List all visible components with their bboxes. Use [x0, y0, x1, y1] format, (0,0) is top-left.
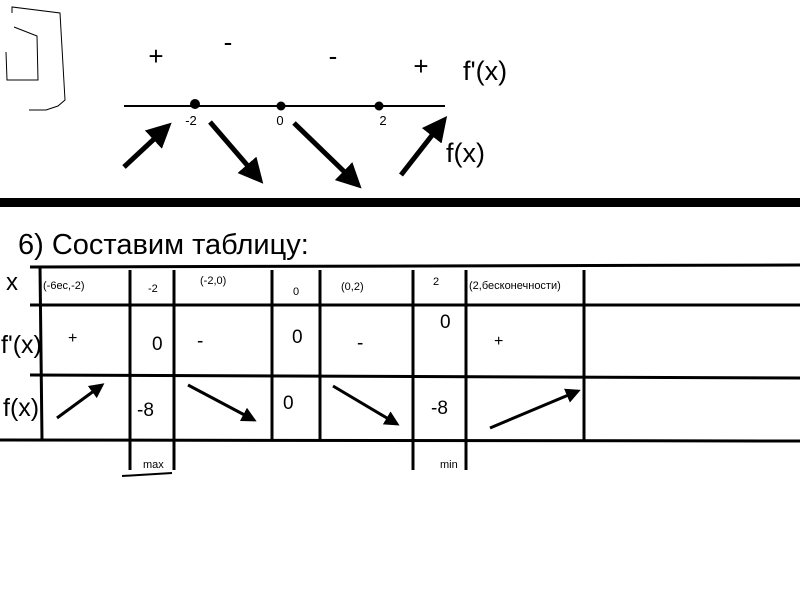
derivative-cell: + [68, 330, 77, 347]
function-label: f(x) [446, 138, 485, 168]
section-heading: 6) Составим таблицу: [18, 229, 309, 261]
function-value-max: -8 [137, 400, 154, 421]
decreasing-arrow-2 [292, 121, 362, 189]
table-rule [38, 265, 44, 441]
table-rule [0, 438, 800, 443]
derivative-cell: + [494, 333, 503, 350]
row-label-function: f(x) [3, 394, 39, 422]
separator-bar [0, 198, 800, 207]
sign-interval-1: + [148, 41, 163, 71]
derivative-cell: 0 [440, 312, 451, 333]
derivative-cell: 0 [292, 327, 303, 348]
critical-point-0 [276, 101, 286, 111]
sign-interval-3: - [329, 41, 338, 71]
increasing-arrow-2 [399, 116, 448, 177]
decreasing-arrow [187, 383, 257, 422]
header-cell: 2 [433, 276, 439, 288]
sign-interval-2: - [224, 27, 233, 57]
decreasing-arrow-1 [208, 120, 264, 184]
decreasing-arrow [332, 384, 400, 426]
number-scribble [5, 6, 66, 111]
sign-chart: + - - + f'(x) -2 0 2 f(x) [122, 27, 507, 189]
table-rule [29, 263, 800, 269]
increasing-arrow-1 [122, 122, 172, 169]
derivative-cell: 0 [152, 334, 163, 355]
extremum-bracket [121, 472, 173, 477]
row-label-derivative: f'(x) [1, 331, 42, 359]
header-cell: (0,2) [341, 281, 364, 293]
derivative-label: f'(x) [463, 56, 507, 86]
row-label-x: x [6, 269, 18, 296]
header-cell: 0 [293, 286, 299, 298]
max-label: max [143, 459, 164, 471]
function-value-min: -8 [431, 398, 448, 419]
header-cell: (2,бесконечности) [469, 280, 561, 292]
header-cell: (-2,0) [200, 275, 226, 287]
sign-interval-4: + [413, 51, 428, 81]
monotonicity-table: x (-6ес,-2) -2 (-2,0) 0 (0,2) 2 (2,беско… [0, 263, 800, 477]
point-label-0: 0 [276, 113, 283, 128]
min-label: min [440, 459, 458, 471]
increasing-arrow [56, 383, 105, 420]
header-cell: -2 [148, 283, 158, 295]
table-rule [29, 373, 800, 380]
increasing-arrow [489, 388, 581, 430]
point-label-neg2: -2 [185, 113, 197, 128]
derivative-cell: - [197, 331, 203, 352]
function-value: 0 [283, 393, 294, 414]
critical-point-2 [374, 101, 384, 111]
derivative-cell: - [357, 333, 363, 354]
header-cell: (-6ес,-2) [43, 280, 85, 292]
critical-point-neg2 [190, 99, 200, 109]
point-label-2: 2 [379, 113, 386, 128]
